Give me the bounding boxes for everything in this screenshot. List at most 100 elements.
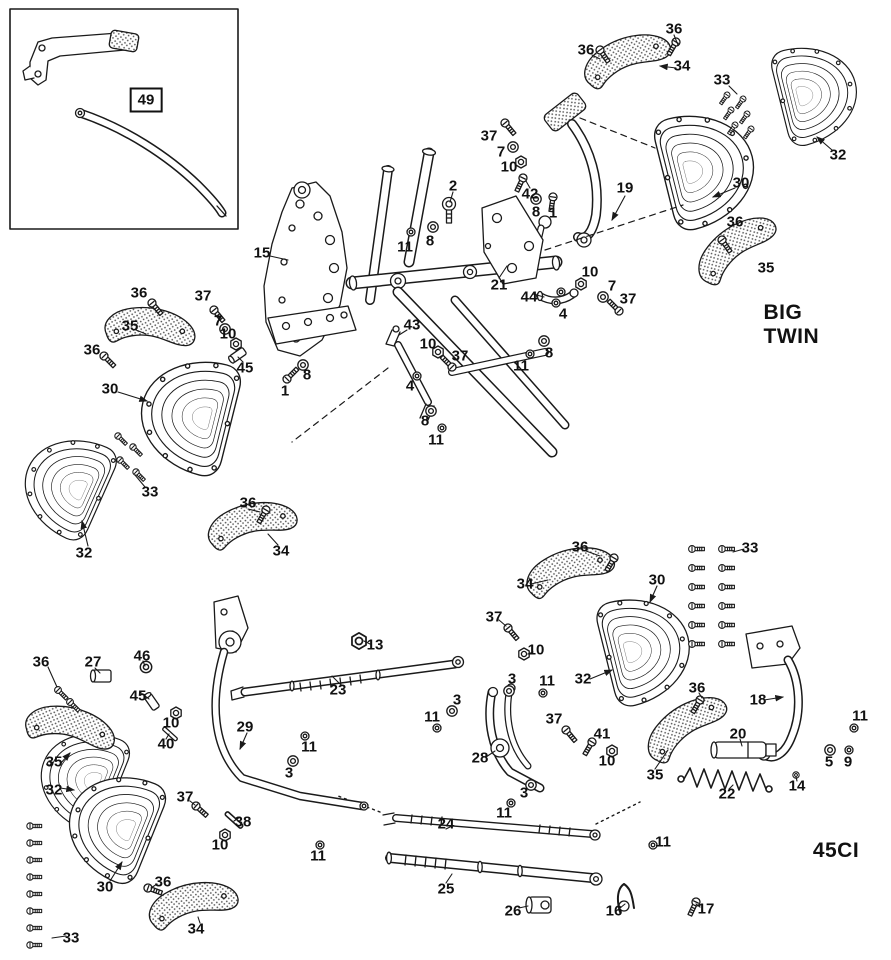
part-number-43: 43 (403, 316, 421, 334)
part-number-11: 11 (539, 672, 555, 690)
part-number-41: 41 (593, 725, 611, 743)
part-number-35: 35 (757, 259, 775, 277)
part-number-42: 42 (521, 185, 539, 203)
part-number-19: 19 (616, 179, 634, 197)
part-number-8: 8 (302, 366, 312, 384)
part-number-46: 46 (133, 647, 151, 665)
part-number-28: 28 (471, 749, 489, 767)
part-number-11: 11 (513, 357, 529, 375)
part-number-21: 21 (490, 276, 508, 294)
leader-lines (47, 34, 833, 939)
part-number-11: 11 (397, 238, 413, 256)
part-number-38: 38 (234, 813, 252, 831)
toe-pad-34-mid (521, 541, 619, 601)
part-number-33: 33 (62, 929, 80, 947)
part-number-36: 36 (154, 873, 172, 891)
bigtwin-footboard-pan-left-32 (9, 422, 122, 545)
part-number-34: 34 (516, 575, 534, 593)
bigtwin-footboard-left-30 (129, 347, 244, 479)
part-number-36: 36 (688, 679, 706, 697)
part-number-11: 11 (424, 708, 440, 726)
part-number-11: 11 (496, 804, 512, 822)
bracket-plate-21 (481, 195, 544, 285)
part-number-35: 35 (121, 317, 139, 335)
part-number-10: 10 (419, 335, 437, 353)
part-number-37: 37 (485, 608, 503, 626)
part-number-36: 36 (571, 538, 589, 556)
part-number-10: 10 (581, 263, 599, 281)
part-number-44: 44 (520, 288, 538, 306)
inset-pedal-pad (108, 29, 140, 53)
control-rod-24 (382, 812, 601, 841)
part-number-37: 37 (545, 710, 563, 728)
part-number-11: 11 (301, 738, 317, 756)
part-number-10: 10 (500, 158, 518, 176)
toe-pad-34-top (577, 26, 677, 92)
part-number-13: 13 (366, 636, 384, 654)
part-number-3: 3 (452, 691, 462, 709)
part-number-7: 7 (213, 312, 223, 330)
part-number-27: 27 (84, 653, 102, 671)
part-number-40: 40 (157, 735, 175, 753)
part-number-36: 36 (83, 341, 101, 359)
part-number-32: 32 (574, 670, 592, 688)
part-number-4: 4 (405, 377, 415, 395)
part-number-29: 29 (236, 718, 254, 736)
inset-brake-pedal-group (9, 8, 239, 230)
part-number-7: 7 (607, 277, 617, 295)
part-number-8: 8 (425, 232, 435, 250)
bigtwin-footboard-pan-right-32 (768, 36, 867, 149)
part-number-10: 10 (211, 836, 229, 854)
part-number-37: 37 (176, 788, 194, 806)
part-number-35: 35 (646, 766, 664, 784)
part-number-37: 37 (451, 347, 469, 365)
control-rod-25 (385, 851, 603, 886)
part-number-4: 4 (558, 305, 568, 323)
part-number-37: 37 (194, 287, 212, 305)
part-number-8: 8 (420, 412, 430, 430)
part-number-45: 45 (236, 359, 254, 377)
part-number-36: 36 (239, 494, 257, 512)
part-number-5: 5 (824, 753, 834, 771)
part-number-3: 3 (507, 670, 517, 688)
part-number-33: 33 (713, 71, 731, 89)
bushing-26 (525, 896, 552, 914)
part-number-26: 26 (504, 902, 522, 920)
part-number-18: 18 (749, 691, 767, 709)
part-number-30: 30 (101, 380, 119, 398)
part-number-34: 34 (673, 57, 691, 75)
part-number-34: 34 (187, 920, 205, 938)
part-number-16: 16 (605, 902, 623, 920)
part-number-33: 33 (141, 483, 159, 501)
part-number-36: 36 (130, 284, 148, 302)
lever-28 (485, 683, 545, 793)
part-number-36: 36 (577, 41, 595, 59)
part-number-32: 32 (75, 544, 93, 562)
part-number-10: 10 (219, 325, 237, 343)
part-number-24: 24 (437, 815, 455, 833)
part-number-1: 1 (548, 204, 558, 222)
part-number-30: 30 (648, 571, 666, 589)
part-number-37: 37 (480, 127, 498, 145)
part-number-2: 2 (448, 177, 458, 195)
part-number-3: 3 (519, 784, 529, 802)
part-number-23: 23 (329, 681, 347, 699)
part-number-8: 8 (531, 203, 541, 221)
control-rod-23 (230, 655, 465, 701)
brake-lever-19 (543, 92, 602, 248)
part-number-15: 15 (253, 244, 271, 262)
part-number-8: 8 (544, 344, 554, 362)
part-number-20: 20 (729, 725, 747, 743)
part-number-11: 11 (428, 431, 444, 449)
part-number-30: 30 (732, 174, 750, 192)
part-number-17: 17 (697, 900, 715, 918)
bracket-15 (263, 181, 357, 357)
part-number-11: 11 (655, 833, 671, 851)
pivot-parts-27-46 (89, 660, 153, 683)
big-twin-section-label: BIG TWIN (763, 301, 820, 348)
part-number-49: 49 (129, 87, 163, 113)
part-number-10: 10 (162, 714, 180, 732)
part-number-37: 37 (619, 290, 637, 308)
